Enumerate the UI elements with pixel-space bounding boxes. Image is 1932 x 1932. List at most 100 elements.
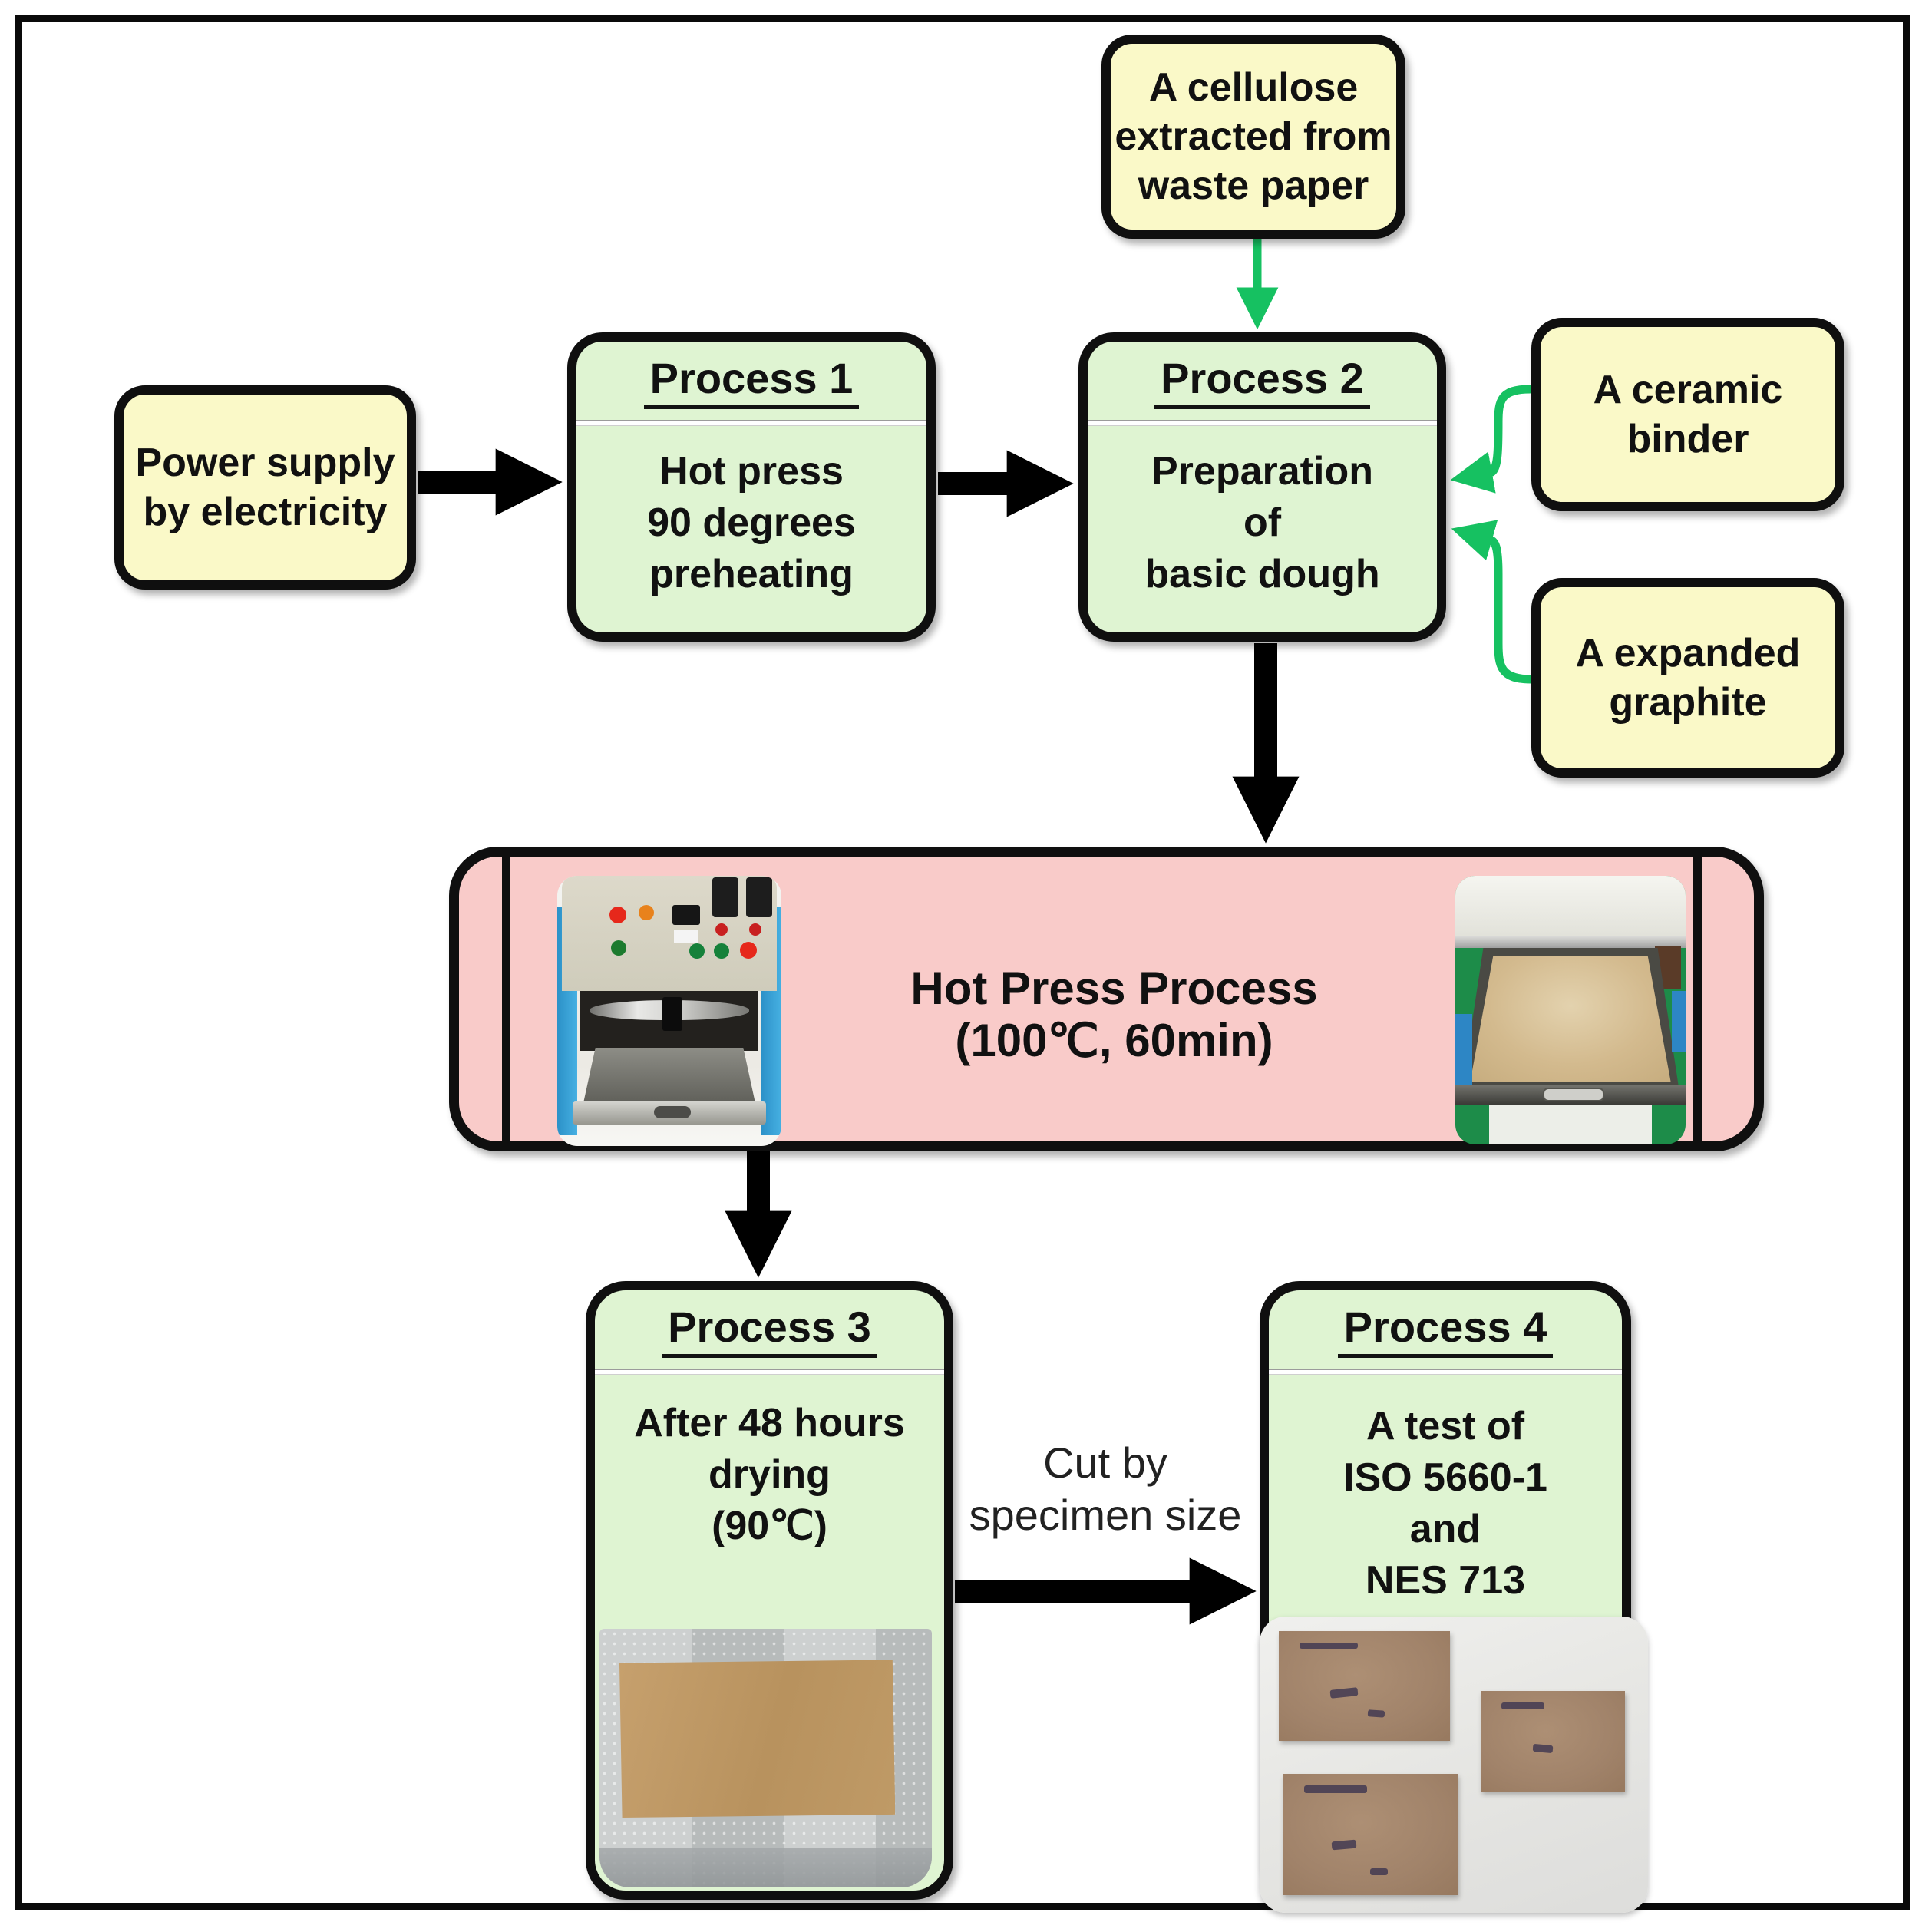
node-line: Hot press [659, 449, 844, 494]
node-process1: Process 1 Hot press 90 degrees preheatin… [567, 332, 936, 642]
node-line: and [1409, 1507, 1481, 1551]
press-cavity [580, 991, 758, 1051]
node-line: NES 713 [1365, 1558, 1526, 1603]
hot-press-machine-front-photo [557, 876, 781, 1146]
node-line: 90 degrees [647, 500, 856, 545]
press-slab [662, 997, 682, 1031]
process4-header: Process 4 [1269, 1290, 1622, 1369]
blue-accent [1672, 991, 1686, 1052]
press-handle [653, 1106, 691, 1118]
process2-header: Process 2 [1088, 342, 1437, 420]
process3-body: After 48 hours drying (90℃) [595, 1375, 944, 1891]
arrow-ceramic-to-process2 [1450, 385, 1534, 494]
edge-label-line: specimen size [969, 1491, 1242, 1539]
node-line: A test of [1366, 1404, 1525, 1448]
node-hot-press-band: Hot Press Process (100℃, 60min) [449, 847, 1764, 1151]
press-platen [583, 1048, 755, 1103]
process3-title: Process 3 [662, 1302, 877, 1358]
node-ceramic-binder: A ceramic binder [1531, 318, 1844, 511]
handwritten-label [1331, 1839, 1357, 1851]
node-line: of [1243, 500, 1282, 545]
pressed-board [1470, 956, 1671, 1082]
specimen-sample [1283, 1773, 1458, 1895]
indicator-light-red [740, 942, 757, 959]
indicator-light-green [714, 943, 729, 959]
node-line: drying [708, 1452, 831, 1497]
node-line: waste paper [1138, 163, 1369, 208]
edge-label-cut-by-specimen-size: Cut by specimen size [944, 1437, 1267, 1541]
node-line: binder [1627, 417, 1749, 461]
node-ceramic-binder-text: A ceramic binder [1541, 327, 1835, 502]
node-expanded-graphite: A expanded graphite [1531, 578, 1844, 778]
node-line: graphite [1609, 680, 1767, 725]
header-divider [1088, 420, 1437, 426]
handwritten-label [1370, 1868, 1388, 1876]
specimen-sample [1481, 1690, 1625, 1792]
specimen-sample [1279, 1631, 1450, 1742]
panel-display [672, 905, 700, 925]
process2-body: Preparation of basic dough [1088, 426, 1437, 632]
node-line: A ceramic [1593, 368, 1783, 412]
node-line: basic dough [1144, 552, 1380, 596]
press-front-bar [573, 1101, 766, 1125]
handwritten-label [1532, 1744, 1554, 1754]
node-line: preheating [649, 552, 854, 596]
handwritten-label [1367, 1709, 1385, 1718]
hot-press-bed-with-board-photo [1455, 876, 1686, 1144]
blue-accent [1455, 1014, 1472, 1087]
header-divider [1269, 1369, 1622, 1375]
panel-label [674, 930, 698, 943]
arrow-graphite-to-process2 [1451, 520, 1536, 684]
node-line: (90℃) [712, 1504, 827, 1548]
node-line: A expanded [1575, 631, 1801, 675]
process1-body: Hot press 90 degrees preheating [576, 426, 926, 632]
machine-control-panel [562, 876, 777, 991]
node-line: by electricity [143, 490, 388, 534]
handwritten-label [1300, 1642, 1358, 1650]
predefined-process-line-left [502, 857, 510, 1141]
dried-board-in-oven-photo [599, 1629, 932, 1887]
metal-beam [1455, 936, 1686, 948]
node-line: ISO 5660-1 [1343, 1455, 1547, 1500]
node-line: After 48 hours [634, 1401, 905, 1445]
handwritten-label [1329, 1686, 1359, 1699]
machine-base [1489, 1105, 1652, 1144]
node-cellulose-text: A cellulose extracted from waste paper [1111, 44, 1396, 230]
node-line: Preparation [1151, 449, 1373, 494]
tray-handle [1543, 1088, 1604, 1101]
node-expanded-graphite-text: A expanded graphite [1541, 587, 1835, 768]
process1-header: Process 1 [576, 342, 926, 420]
gauge-module [712, 877, 738, 917]
oven-tray-edge [599, 1848, 932, 1887]
node-power-supply-text: Power supply by electricity [124, 395, 407, 580]
indicator-light-red [749, 923, 761, 936]
node-process3: Process 3 After 48 hours drying (90℃) [586, 1281, 953, 1900]
indicator-light-red [609, 907, 626, 923]
predefined-process-line-right [1693, 857, 1702, 1141]
indicator-light-green [689, 943, 705, 959]
process3-header: Process 3 [595, 1290, 944, 1369]
handwritten-label [1501, 1702, 1544, 1710]
process2-title: Process 2 [1154, 353, 1370, 409]
handwritten-label [1303, 1785, 1367, 1793]
process1-title: Process 1 [643, 353, 860, 409]
header-divider [595, 1369, 944, 1375]
process4-title: Process 4 [1337, 1302, 1554, 1358]
edge-label-line: Cut by [1043, 1438, 1167, 1487]
indicator-light-orange [639, 905, 654, 920]
gauge-module [746, 877, 772, 917]
node-cellulose: A cellulose extracted from waste paper [1101, 35, 1405, 239]
header-divider [576, 420, 926, 426]
indicator-light-green [611, 940, 626, 956]
dried-board [619, 1660, 896, 1818]
cut-specimen-samples-photo [1260, 1617, 1648, 1913]
node-line: Power supply [135, 441, 395, 485]
indicator-light-red [715, 923, 728, 936]
node-power-supply: Power supply by electricity [114, 385, 416, 590]
hot-press-band-text: Hot Press Process (100℃, 60min) [797, 963, 1432, 1067]
node-line: Hot Press Process [910, 963, 1318, 1014]
outer-frame [15, 15, 1910, 1910]
node-line: extracted from [1115, 114, 1392, 159]
